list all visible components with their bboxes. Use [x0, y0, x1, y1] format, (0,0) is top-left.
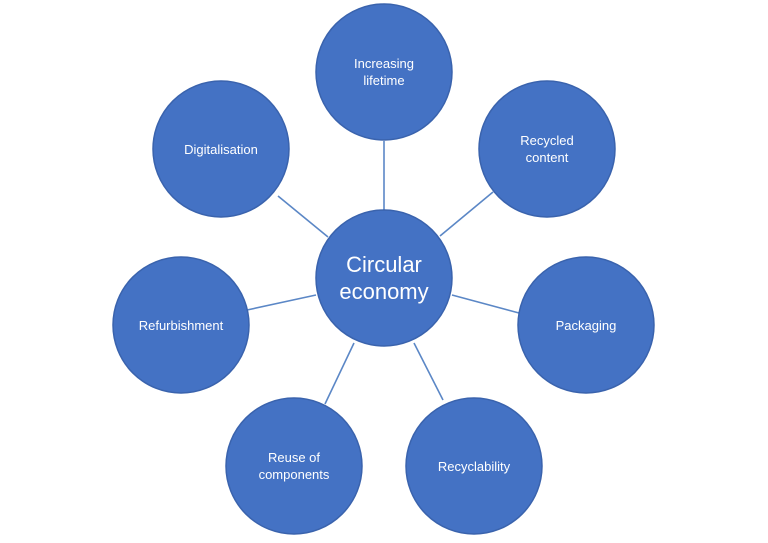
node-increasing-lifetime	[315, 3, 453, 141]
connector-packaging	[451, 294, 520, 314]
connector-recyclability	[413, 342, 444, 401]
node-recyclability	[405, 397, 543, 535]
node-reuse-of-components	[225, 397, 363, 535]
label-reuse-of-components: Reuse of components	[258, 450, 330, 482]
connector-reuse-of-components	[324, 342, 355, 405]
label-increasing-lifetime: Increasing lifetime	[354, 56, 414, 88]
label-digitalisation: Digitalisation	[184, 141, 258, 157]
node-refurbishment	[112, 256, 250, 394]
label-refurbishment: Refurbishment	[138, 317, 224, 333]
label-recyclability: Recyclability	[437, 458, 511, 474]
center-label: Circular economy	[339, 252, 429, 304]
connector-refurbishment	[246, 294, 317, 311]
node-packaging	[517, 256, 655, 394]
connector-digitalisation	[277, 195, 329, 238]
connector-recycled-content	[439, 191, 494, 237]
node-circular-economy	[315, 209, 453, 347]
label-packaging: Packaging	[555, 317, 617, 333]
label-recycled-content: Recycled content	[520, 133, 574, 165]
node-digitalisation	[152, 80, 290, 218]
node-recycled-content	[478, 80, 616, 218]
